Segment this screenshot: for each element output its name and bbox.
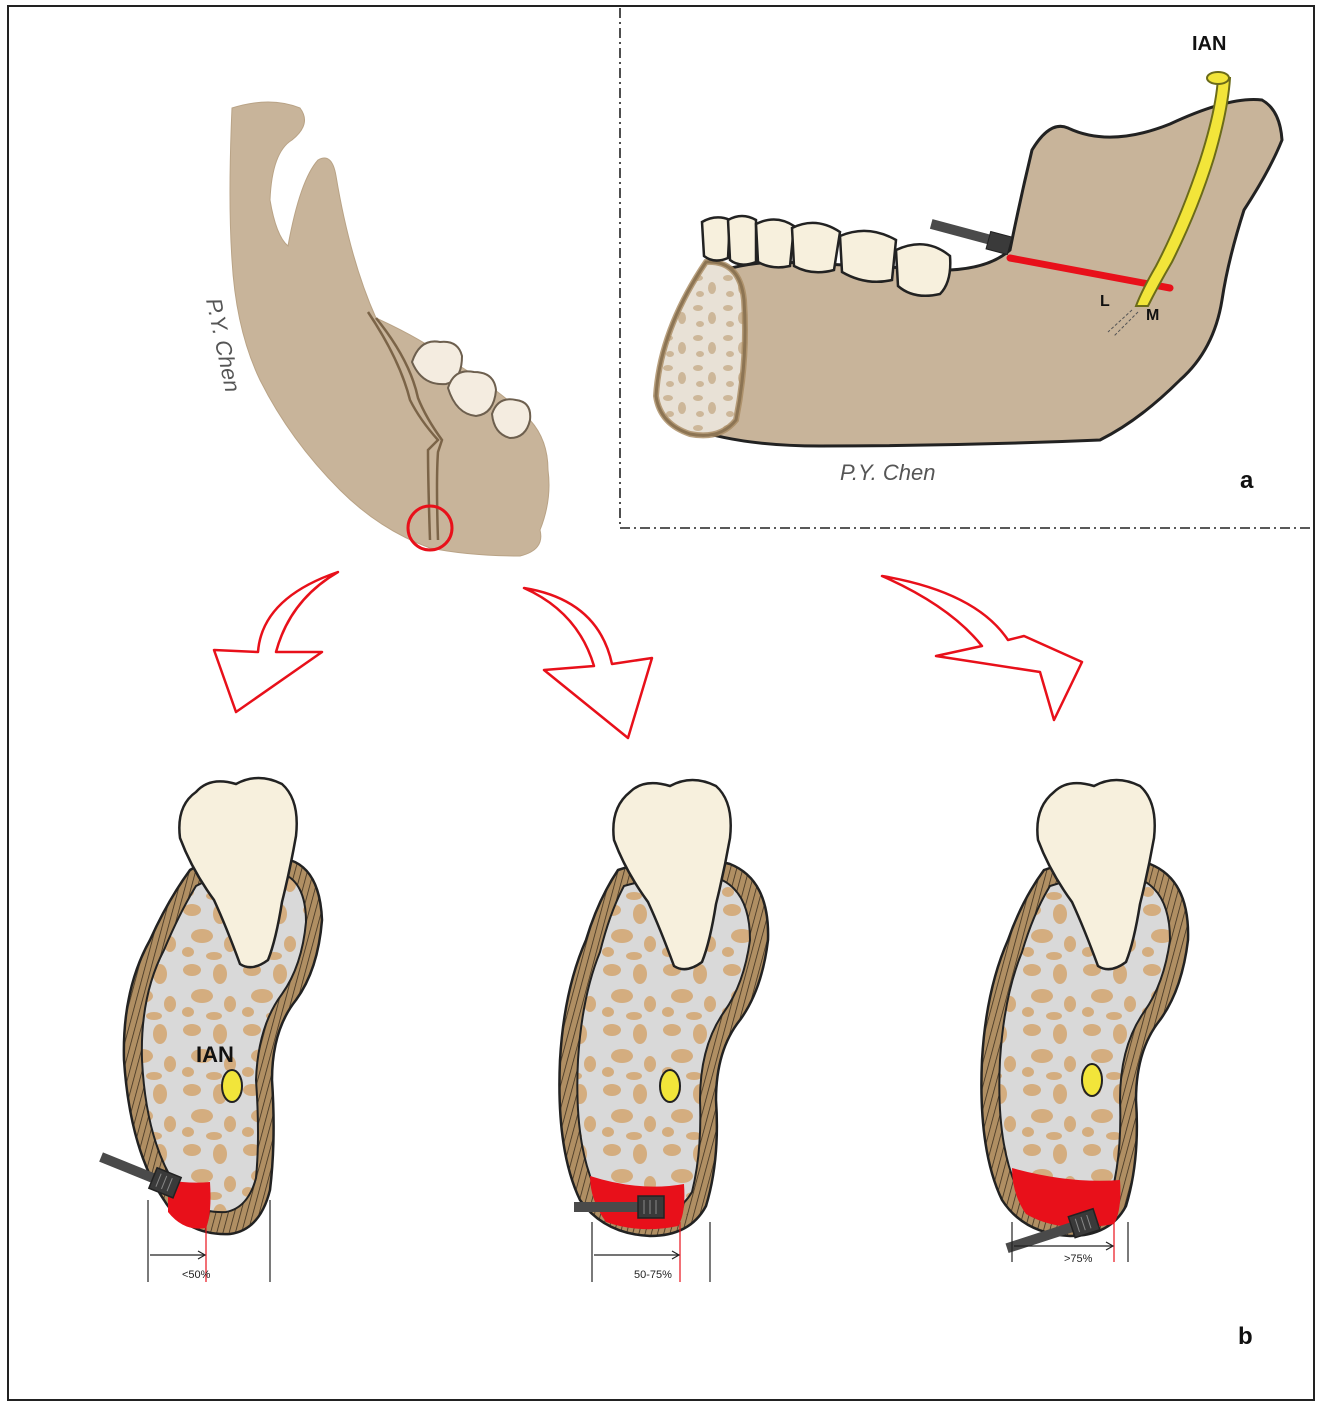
panel-b-letter: b — [1238, 1323, 1253, 1350]
cross-section-1: IAN <50% — [97, 778, 322, 1282]
lingual-label: L — [1100, 293, 1110, 310]
measure-label-2: 50-75% — [634, 1269, 672, 1281]
mandible-body — [658, 100, 1282, 447]
nerve-1 — [222, 1070, 242, 1102]
mandible-posterior-view: P.Y. Chen — [201, 102, 549, 556]
measure-label-3: >75% — [1064, 1253, 1093, 1265]
signature-right: P.Y. Chen — [840, 460, 935, 485]
ian-label-bottom: IAN — [196, 1042, 234, 1067]
measure-label-1: <50% — [182, 1269, 211, 1281]
symphysis-section — [656, 262, 745, 435]
nerve-2 — [660, 1070, 680, 1102]
lightning-arrow-icon-left — [214, 572, 338, 712]
lightning-arrow-icon-right — [882, 576, 1082, 720]
mandible-lateral-view: IAN L M P.Y. Chen a — [656, 33, 1282, 494]
cross-section-2: 50-75% — [559, 780, 768, 1282]
lightning-arrow-icon-middle — [524, 588, 652, 738]
medial-label: M — [1146, 307, 1159, 324]
ian-label-top: IAN — [1192, 33, 1226, 55]
panel-a-letter: a — [1240, 467, 1254, 494]
cross-section-3: >75% — [981, 780, 1188, 1265]
nerve-3 — [1082, 1064, 1102, 1096]
